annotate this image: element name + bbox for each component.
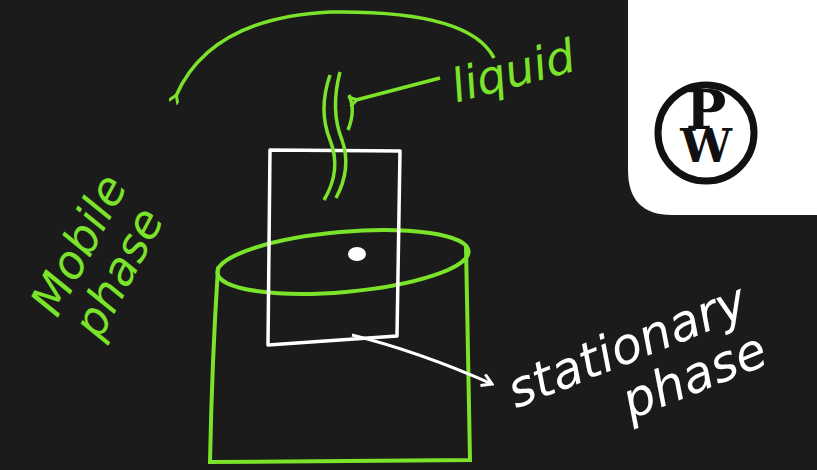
flow-line [335,72,345,198]
phase-label: stationary phase [500,274,774,466]
flow-line [348,95,352,130]
sample-spot [348,247,366,261]
logo-panel [628,0,817,215]
leader-arrow [356,78,440,100]
liquid-label: liquid [446,31,580,110]
leader-arrow [352,335,492,384]
flow-line [324,75,335,200]
beaker-rim [215,221,471,303]
beaker [210,246,470,462]
logo-letter: W [680,122,732,170]
curved-arrow [176,12,494,96]
phase-label: Mobile phase [22,167,178,346]
